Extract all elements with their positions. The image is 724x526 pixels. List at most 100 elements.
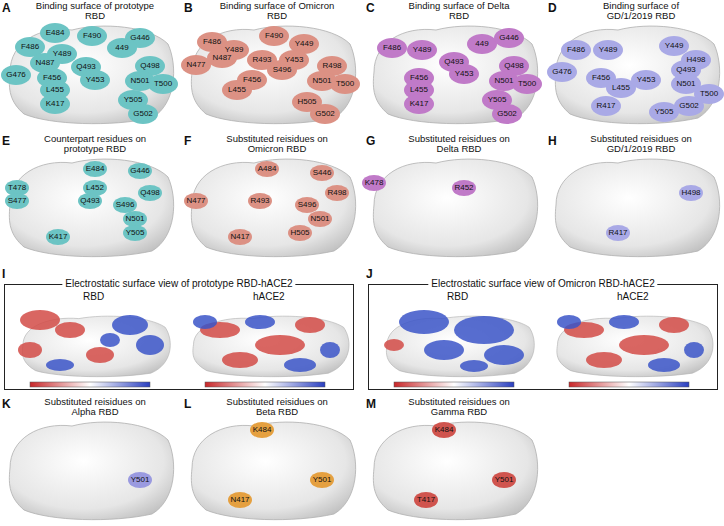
protein-surface <box>191 159 355 257</box>
residue-label: G476 <box>6 71 26 79</box>
residue-patch <box>449 64 479 84</box>
residue-patch <box>128 472 152 488</box>
residue-patch <box>467 34 497 54</box>
residue-label: Y489 <box>599 46 618 54</box>
residue-label: G502 <box>679 102 699 110</box>
residue-patch <box>512 74 542 94</box>
residue-patch <box>593 40 623 60</box>
panel-title: Electrostatic surface view of Omicron RB… <box>428 278 657 290</box>
figure-panel-frame: Electrostatic surface view of prototype … <box>4 284 354 390</box>
residue-patch <box>40 94 70 114</box>
residue-label: R417 <box>596 102 615 110</box>
residue-label: Q493 <box>444 58 464 66</box>
charge-patch <box>295 317 325 333</box>
charge-patch <box>245 315 275 329</box>
residue-label: Q498 <box>504 62 524 70</box>
residue-label: A484 <box>258 165 277 173</box>
residue-label: T417 <box>417 496 435 504</box>
charge-patch <box>222 352 258 368</box>
residue-label: N417 <box>230 496 249 504</box>
residue-label: Y489 <box>53 50 72 58</box>
residue-label: Y489 <box>413 46 432 54</box>
residue-label: K484 <box>253 426 272 434</box>
panel-letter: C <box>366 1 375 15</box>
residue-label: N501 <box>312 77 331 85</box>
panel-letter: B <box>184 1 193 15</box>
residue-label: G446 <box>130 167 150 175</box>
residue-label: Q493 <box>76 63 96 71</box>
color-scale-bar <box>30 382 150 387</box>
residue-label: G446 <box>499 34 519 42</box>
residue-label: F486 <box>383 44 401 52</box>
residue-patch <box>295 197 319 213</box>
residue-patch <box>310 165 334 181</box>
panel-letter: K <box>2 397 11 411</box>
panel-title: Counterpart residues on prototype RBD <box>35 134 155 154</box>
residue-label: H505 <box>297 98 316 106</box>
residue-patch <box>310 472 334 488</box>
charge-patch <box>484 345 524 365</box>
residue-label: K417 <box>46 100 65 108</box>
residue-label: G476 <box>552 68 572 76</box>
residue-label: K478 <box>365 179 384 187</box>
residue-patch <box>452 180 476 196</box>
residue-label: F490 <box>265 32 283 40</box>
residue-label: L455 <box>410 86 428 94</box>
panel-title: Substituted reisidues on GD/1/2019 RBD <box>581 134 701 154</box>
charge-patch <box>454 316 514 344</box>
residue-label: Y489 <box>225 46 244 54</box>
residue-label: N487 <box>212 54 231 62</box>
residue-patch <box>591 96 621 116</box>
color-scale-bar <box>394 382 514 387</box>
residue-label: R493 <box>252 56 271 64</box>
residue-patch <box>404 94 434 114</box>
residue-label: T478 <box>8 184 26 192</box>
charge-patch <box>384 339 404 351</box>
panel-letter: G <box>366 134 375 148</box>
charge-patch <box>193 315 217 329</box>
residue-label: H498 <box>681 189 700 197</box>
residue-label: G502 <box>315 110 335 118</box>
surface-label: hACE2 <box>617 291 649 303</box>
residue-label: R493 <box>250 197 269 205</box>
residue-label: 449 <box>475 40 488 48</box>
residue-label: L455 <box>228 86 246 94</box>
charge-patch <box>424 340 464 360</box>
residue-label: N501 <box>494 77 513 85</box>
protein-surface <box>9 26 173 124</box>
charge-patch <box>46 359 74 371</box>
panel-letter: M <box>366 397 376 411</box>
residue-patch <box>138 185 162 201</box>
residue-patch <box>228 229 252 245</box>
residue-patch <box>414 492 438 508</box>
residue-label: L452 <box>86 184 104 192</box>
protein-surface <box>373 26 537 124</box>
surface-label: RBD <box>83 291 104 303</box>
residue-label: S496 <box>116 201 135 209</box>
protein-surface <box>9 159 173 257</box>
residue-patch <box>80 70 110 90</box>
residue-label: R498 <box>322 62 341 70</box>
color-scale-bar <box>569 382 689 387</box>
charge-patch <box>255 335 305 355</box>
protein-surface <box>191 26 355 124</box>
charge-patch <box>648 358 680 372</box>
residue-label: N501 <box>130 77 149 85</box>
charge-patch <box>55 322 85 338</box>
charge-patch <box>20 310 60 330</box>
residue-patch <box>46 229 70 245</box>
residue-patch <box>494 28 524 48</box>
residue-label: F456 <box>592 74 610 82</box>
residue-patch <box>288 225 312 241</box>
residue-label: S496 <box>298 201 317 209</box>
residue-label: Y453 <box>455 70 474 78</box>
color-scale-bar <box>205 382 325 387</box>
panel-letter: L <box>184 397 191 411</box>
panel-title: Binding surface of Delta RBD <box>399 1 519 21</box>
residue-label: S496 <box>273 66 292 74</box>
panel-letter: H <box>548 134 557 148</box>
panel-title: Substituted reisidues on Alpha RBD <box>35 397 155 417</box>
residue-patch <box>492 472 516 488</box>
charge-patch <box>619 335 669 355</box>
residue-label: Y505 <box>488 96 507 104</box>
